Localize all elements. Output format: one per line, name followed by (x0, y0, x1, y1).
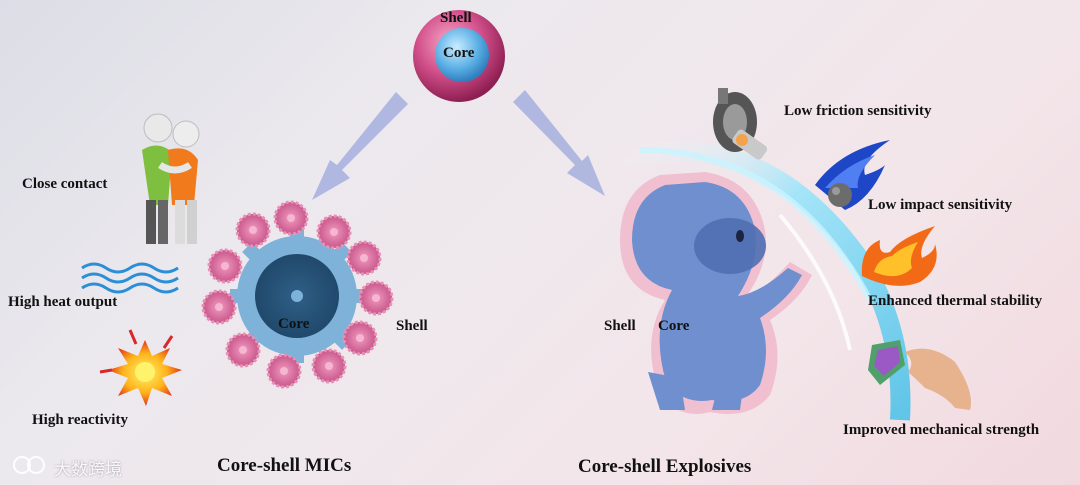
hugging-figures-icon (142, 113, 200, 244)
property-close-contact: Close contact (22, 176, 108, 192)
property-low-friction-sensitivity: Low friction sensitivity (784, 103, 932, 119)
core-shell-sphere (413, 10, 505, 102)
explosion-icon (99, 329, 182, 406)
heat-waves-icon (81, 262, 179, 294)
shell-gears (201, 200, 394, 389)
watermark-logo (13, 456, 45, 474)
property-improved-mechanical-strength: Improved mechanical strength (843, 422, 1040, 438)
top-core-label: Core (443, 45, 475, 61)
top-shell-label: Shell (440, 10, 472, 26)
mic-core-label: Core (278, 316, 310, 332)
hand-block-icon (868, 340, 971, 410)
explosive-shell-label: Shell (604, 318, 636, 334)
property-low-impact-sensitivity: Low impact sensitivity (868, 197, 1013, 213)
flame-icon (861, 226, 937, 286)
meteor-icon (815, 140, 890, 210)
arrow-right (513, 90, 605, 196)
property-high-reactivity: High reactivity (32, 412, 128, 428)
explosive-caption: Core-shell Explosives (578, 456, 752, 477)
arrow-left (312, 92, 408, 200)
explosive-core-label: Core (658, 318, 690, 334)
character-figure (620, 172, 812, 414)
property-enhanced-thermal-stability: Enhanced thermal stability (868, 293, 1043, 309)
watermark-text: 大数跨境 (54, 460, 122, 480)
mic-shell-label: Shell (396, 318, 428, 334)
property-high-heat-output: High heat output (8, 294, 118, 310)
bearing-icon (713, 88, 768, 160)
mic-caption: Core-shell MICs (217, 455, 352, 476)
